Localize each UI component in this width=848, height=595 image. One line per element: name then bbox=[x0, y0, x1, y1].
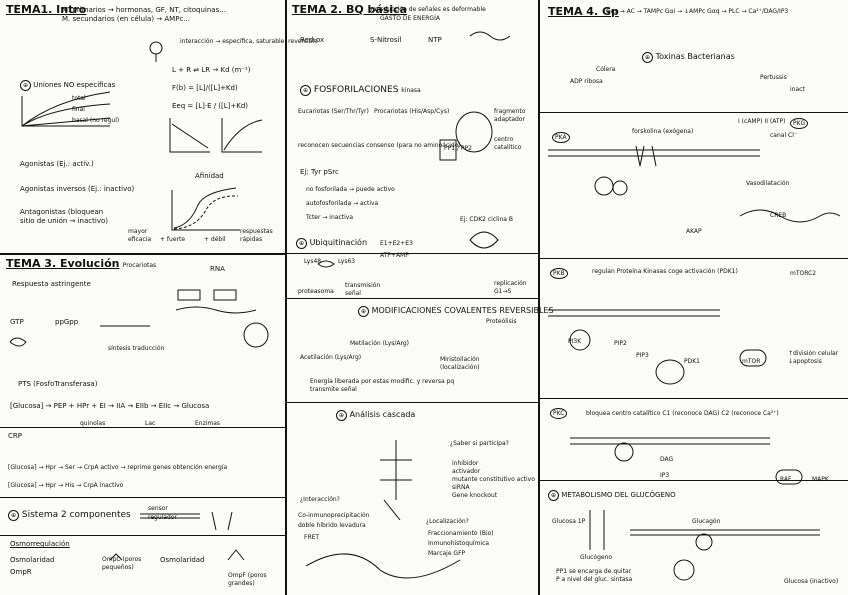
graph-axes bbox=[170, 118, 210, 152]
curve-final-line bbox=[22, 104, 110, 126]
crp-cell bbox=[244, 323, 268, 347]
sigmoid-1 bbox=[174, 188, 236, 228]
pp1-box bbox=[440, 140, 456, 160]
mtor-box bbox=[740, 350, 766, 366]
membrane-line bbox=[140, 514, 200, 518]
glucagon-receptor bbox=[696, 534, 712, 550]
sensor-kinase bbox=[212, 512, 232, 530]
glucagon-membrane bbox=[630, 530, 820, 535]
rna-line bbox=[176, 307, 256, 313]
receptor-icon bbox=[150, 42, 162, 54]
ompc-pore bbox=[110, 554, 122, 560]
raf-box bbox=[776, 470, 802, 484]
cascade-ribbon bbox=[306, 554, 460, 578]
gprotein-beta bbox=[613, 181, 627, 195]
graph-line bbox=[172, 124, 208, 148]
membrane-pkc bbox=[570, 438, 770, 444]
membrane-pkb bbox=[548, 310, 720, 316]
dna-helix bbox=[740, 210, 840, 222]
cascade-tree bbox=[380, 440, 412, 520]
pkc-blob bbox=[615, 443, 633, 461]
gene-box-2 bbox=[214, 290, 236, 300]
akt-blob bbox=[656, 360, 684, 384]
ompf-pore bbox=[228, 550, 244, 560]
gprotein-alpha bbox=[595, 177, 613, 195]
kinase-domain bbox=[456, 112, 492, 152]
graph-line-2 bbox=[224, 120, 262, 150]
proteasome bbox=[318, 261, 334, 267]
pi3k-blob bbox=[570, 330, 590, 350]
ribosome-icon bbox=[10, 338, 26, 346]
curve-total-line bbox=[22, 92, 110, 126]
gene-box bbox=[178, 290, 200, 300]
glycogen-particle bbox=[674, 560, 694, 580]
graph-axes-2 bbox=[222, 118, 262, 152]
cdk2-complex bbox=[470, 232, 498, 248]
ntp-chain bbox=[470, 32, 510, 40]
